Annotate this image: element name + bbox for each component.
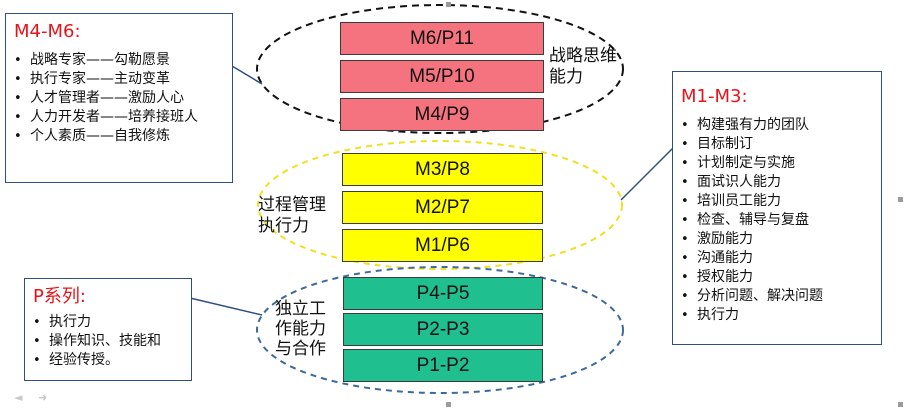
level-m5: M5/P10: [340, 60, 544, 93]
list-item: 目标制订: [677, 135, 823, 154]
independent-ellipse: [256, 266, 624, 394]
p-series-title: P系列:: [33, 286, 86, 307]
level-p2-p3: P2-P3: [343, 313, 543, 346]
list-item: 授权能力: [677, 268, 823, 287]
independent-work-label: 独立工 作能力 与合作: [275, 299, 326, 359]
level-m6: M6/P11: [340, 22, 544, 55]
resize-handle-bottom[interactable]: [446, 402, 451, 407]
level-p4-p5: P4-P5: [343, 277, 543, 310]
list-item: 执行力: [677, 306, 823, 325]
list-item: 激励能力: [677, 230, 823, 249]
connector-m1m3: [620, 147, 674, 201]
list-item: 面试识人能力: [677, 173, 823, 192]
connector-p: [189, 297, 263, 316]
list-item: 执行力: [29, 313, 161, 332]
list-item: 个人素质——自我修炼: [10, 127, 198, 146]
resize-handle-right[interactable]: [898, 197, 903, 202]
m1-m3-title: M1-M3:: [681, 86, 748, 107]
list-item: 构建强有力的团队: [677, 116, 823, 135]
m1-m3-list: 构建强有力的团队 目标制订 计划制定与实施 面试识人能力 培训员工能力 检查、辅…: [677, 116, 823, 325]
resize-handle-corner[interactable]: [898, 402, 903, 407]
level-m2: M2/P7: [342, 191, 543, 224]
list-item: 操作知识、技能和: [29, 332, 161, 351]
process-management-label: 过程管理 执行力: [258, 195, 326, 236]
list-item: 人才管理者——激励人心: [10, 89, 198, 108]
p-series-list: 执行力 操作知识、技能和 经验传授。: [29, 313, 161, 370]
list-item: 计划制定与实施: [677, 154, 823, 173]
strategic-thinking-label: 战略思维 能力: [549, 46, 617, 87]
list-item: 战略专家——勾勒愿景: [10, 51, 198, 70]
list-item: 检查、辅导与复盘: [677, 211, 823, 230]
m4-m6-title: M4-M6:: [14, 21, 81, 42]
m4-m6-list: 战略专家——勾勒愿景 执行专家——主动变革 人才管理者——激励人心 人力开发者—…: [10, 51, 198, 146]
connector-m4m6: [231, 65, 263, 85]
p-series-box: P系列: 执行力 操作知识、技能和 经验传授。: [24, 278, 192, 381]
slide-next-icon[interactable]: ➜: [38, 391, 48, 404]
level-m4: M4/P9: [340, 98, 544, 131]
list-item: 培训员工能力: [677, 192, 823, 211]
level-p1-p2: P1-P2: [343, 349, 543, 382]
resize-handle-top[interactable]: [446, 2, 451, 7]
level-m3: M3/P8: [342, 153, 543, 186]
list-item: 经验传授。: [29, 351, 161, 370]
list-item: 沟通能力: [677, 249, 823, 268]
m4-m6-box: M4-M6: 战略专家——勾勒愿景 执行专家——主动变革 人才管理者——激励人心…: [5, 13, 233, 183]
strategic-ellipse: [256, 4, 624, 134]
slide-prev-icon[interactable]: ◄: [14, 391, 23, 404]
process-ellipse: [257, 140, 623, 270]
list-item: 人力开发者——培养接班人: [10, 108, 198, 127]
m1-m3-box: M1-M3: 构建强有力的团队 目标制订 计划制定与实施 面试识人能力 培训员工…: [672, 71, 882, 345]
list-item: 执行专家——主动变革: [10, 70, 198, 89]
level-m1: M1/P6: [342, 229, 543, 262]
list-item: 分析问题、解决问题: [677, 287, 823, 306]
